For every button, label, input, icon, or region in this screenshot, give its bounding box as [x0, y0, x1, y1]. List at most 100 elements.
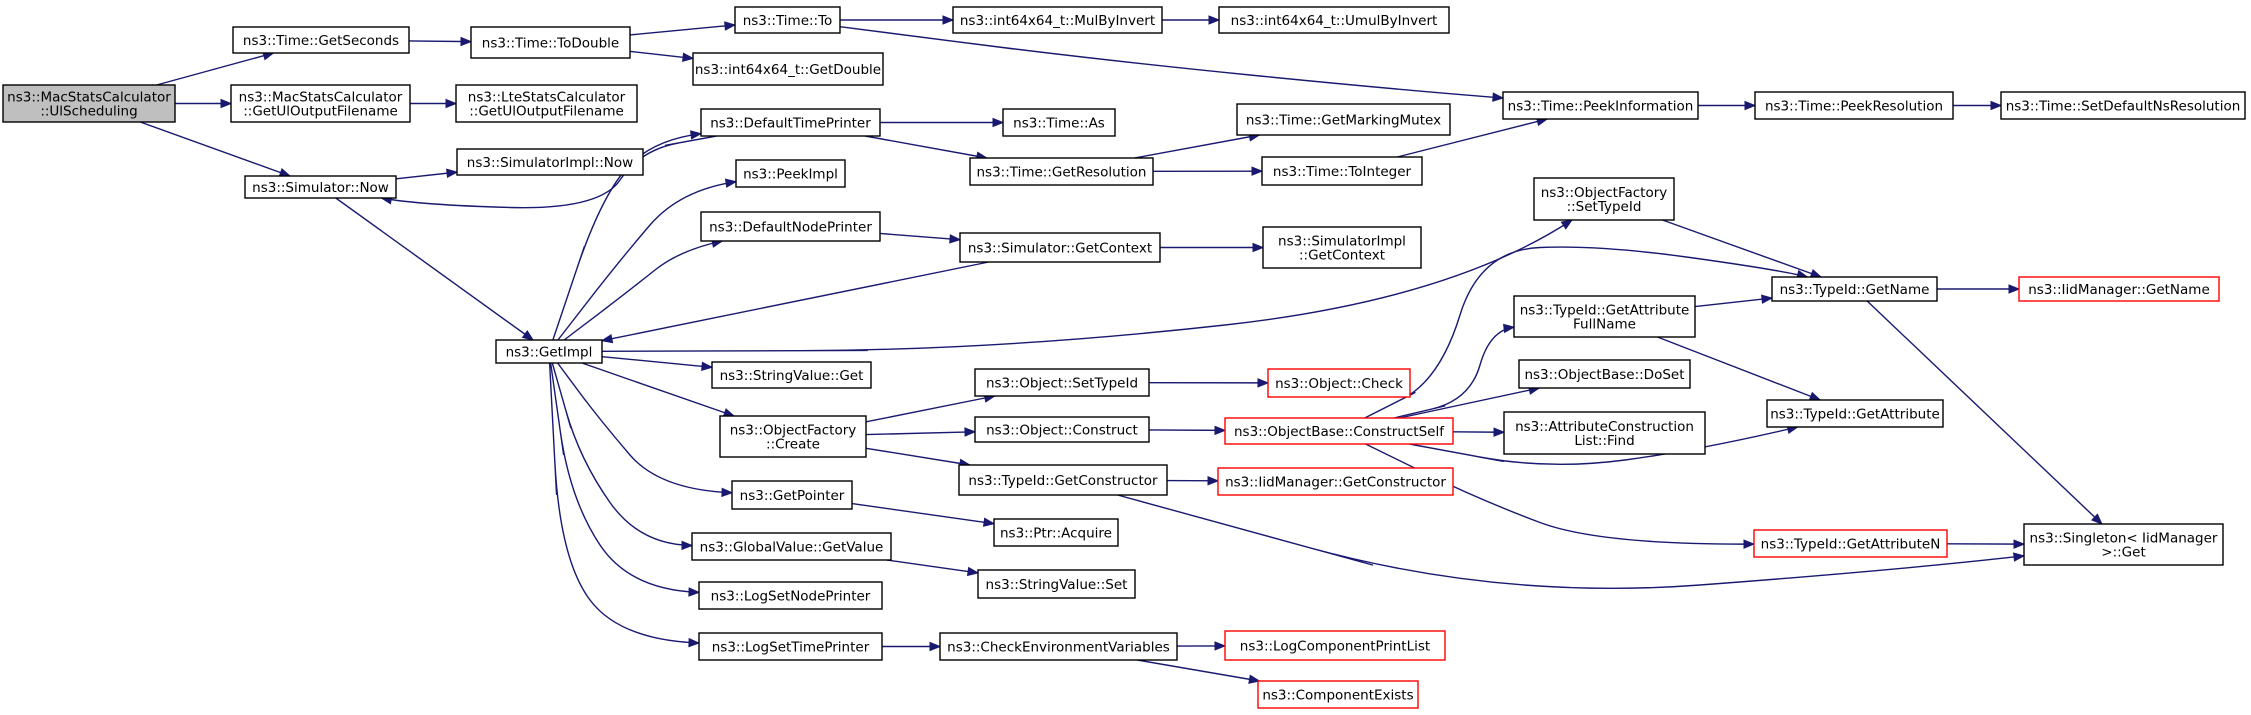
node-tidGetConstructor[interactable]: ns3::TypeId::GetConstructor	[958, 464, 1168, 496]
node-box	[939, 632, 1178, 661]
node-getPointer[interactable]: ns3::GetPointer	[731, 480, 853, 510]
node-iidGetName[interactable]: ns3::IidManager::GetName	[2018, 276, 2220, 302]
node-label: ns3::TypeId::GetConstructor	[968, 473, 1158, 489]
edge-line	[601, 355, 713, 368]
node-simNow[interactable]: ns3::Simulator::Now	[244, 175, 397, 199]
node-simImplNow[interactable]: ns3::SimulatorImpl::Now	[456, 148, 644, 176]
node-timeTo[interactable]: ns3::Time::To	[734, 6, 841, 34]
node-label: ns3::StringValue::Get	[720, 368, 864, 384]
node-componentExists[interactable]: ns3::ComponentExists	[1257, 680, 1419, 709]
node-root[interactable]: ns3::MacStatsCalculator::UlScheduling	[2, 84, 176, 123]
edge-line	[1694, 297, 1773, 308]
node-objConstruct[interactable]: ns3::Object::Construct	[974, 416, 1150, 443]
node-lteGetUl[interactable]: ns3::LteStatsCalculator::GetUlOutputFile…	[455, 84, 638, 123]
node-label: ns3::PeekImpl	[743, 167, 838, 183]
edge-getImpl-to-ofSetTypeId	[601, 219, 1574, 353]
node-peekInfo[interactable]: ns3::Time::PeekInformation	[1502, 91, 1699, 120]
edge-arrowhead	[1493, 427, 1506, 437]
edge-arrowhead	[724, 178, 738, 188]
node-ofSetTypeId[interactable]: ns3::ObjectFactory::SetTypeId	[1533, 177, 1675, 221]
node-defTimePrinter[interactable]: ns3::DefaultTimePrinter	[700, 108, 881, 137]
edge-arrowhead	[681, 540, 694, 551]
node-peekImpl[interactable]: ns3::PeekImpl	[735, 159, 846, 188]
edge-arrowhead	[689, 130, 703, 140]
node-box	[1503, 411, 1706, 455]
node-gvGetValue[interactable]: ns3::GlobalValue::GetValue	[691, 532, 892, 561]
edge-line	[549, 362, 700, 594]
edge-arrowhead	[949, 234, 962, 244]
node-mulByInvert[interactable]: ns3::int64x64_t::MulByInvert	[952, 6, 1163, 34]
node-checkEnvVars[interactable]: ns3::CheckEnvironmentVariables	[939, 632, 1178, 661]
edge-line	[551, 362, 693, 547]
edge-line	[1134, 134, 1260, 159]
node-setDefNsRes[interactable]: ns3::Time::SetDefaultNsResolution	[2000, 91, 2246, 120]
edge-toDouble-to-timeTo	[629, 21, 737, 36]
node-label: ns3::SimulatorImpl::Now	[467, 155, 633, 171]
edge-arrowhead	[1761, 294, 1774, 304]
edge-arrowhead	[1207, 476, 1220, 486]
node-getDouble[interactable]: ns3::int64x64_t::GetDouble	[692, 52, 884, 86]
node-simGetContext[interactable]: ns3::Simulator::GetContext	[959, 232, 1161, 263]
node-label: ns3::ObjectBase::ConstructSelf	[1234, 424, 1445, 440]
edge-objConstruct-to-objBaseConstructSelf	[1148, 425, 1227, 436]
node-box	[1267, 368, 1411, 398]
node-label: ns3::AttributeConstruction	[1515, 419, 1694, 435]
node-label: ns3::CheckEnvironmentVariables	[947, 640, 1170, 656]
node-getSeconds[interactable]: ns3::Time::GetSeconds	[232, 26, 410, 54]
node-iidGetConstructor[interactable]: ns3::IidManager::GetConstructor	[1217, 467, 1454, 496]
node-tidGetAttr[interactable]: ns3::TypeId::GetAttribute	[1766, 399, 1944, 428]
node-box	[698, 632, 883, 661]
edge-objBaseConstructSelf-to-tidGetAttrFull	[1393, 323, 1516, 419]
node-logSetTimePrinter[interactable]: ns3::LogSetTimePrinter	[698, 632, 883, 661]
node-objBaseDoSet[interactable]: ns3::ObjectBase::DoSet	[1518, 359, 1691, 389]
node-label: ns3::TypeId::GetAttributeN	[1761, 537, 1941, 553]
node-singletonGet[interactable]: ns3::Singleton< IidManager>::Get	[2023, 523, 2224, 566]
node-toDouble[interactable]: ns3::Time::ToDouble	[470, 26, 631, 59]
node-label: ns3::DefaultNodePrinter	[709, 220, 872, 236]
edge-getImpl-to-logSetNodePrinter	[549, 362, 701, 597]
node-box	[735, 159, 846, 188]
node-peekRes[interactable]: ns3::Time::PeekResolution	[1754, 91, 1954, 120]
edge-line	[865, 447, 971, 466]
node-label: ns3::Time::GetMarkingMutex	[1246, 113, 1441, 129]
node-defNodePrinter[interactable]: ns3::DefaultNodePrinter	[700, 211, 881, 242]
edge-tidGetAttrN-to-singletonGet	[1946, 539, 2026, 549]
node-macGetUl[interactable]: ns3::MacStatsCalculator::GetUlOutputFile…	[230, 84, 411, 123]
edge-line	[839, 26, 1504, 99]
node-ofCreate[interactable]: ns3::ObjectFactory::Create	[719, 415, 867, 458]
node-box	[969, 157, 1154, 186]
node-getImpl[interactable]: ns3::GetImpl	[495, 339, 603, 364]
node-logCompPrintList[interactable]: ns3::LogComponentPrintList	[1224, 630, 1446, 661]
node-objSetTypeId[interactable]: ns3::Object::SetTypeId	[974, 368, 1150, 397]
node-tidGetAttrN[interactable]: ns3::TypeId::GetAttributeN	[1753, 529, 1948, 558]
node-box	[1002, 108, 1116, 137]
node-box	[1236, 103, 1451, 136]
node-stringValueSet[interactable]: ns3::StringValue::Set	[977, 569, 1136, 599]
edge-arrowhead	[1560, 219, 1574, 230]
node-simImplGetContext[interactable]: ns3::SimulatorImpl::GetContext	[1262, 226, 1422, 269]
node-tidGetName[interactable]: ns3::TypeId::GetName	[1771, 276, 1938, 302]
node-box	[1262, 226, 1422, 269]
node-logSetNodePrinter[interactable]: ns3::LogSetNodePrinter	[698, 581, 883, 610]
edge-line	[1399, 387, 1540, 419]
node-getMarkingMutex[interactable]: ns3::Time::GetMarkingMutex	[1236, 103, 1451, 136]
node-objCheck[interactable]: ns3::Object::Check	[1267, 368, 1411, 398]
node-umulByInvert[interactable]: ns3::int64x64_t::UmulByInvert	[1218, 6, 1450, 34]
edge-arrowhead	[446, 168, 459, 178]
node-ptrAcquire[interactable]: ns3::Ptr::Acquire	[993, 518, 1119, 547]
node-box	[1224, 630, 1446, 661]
node-toInteger[interactable]: ns3::Time::ToInteger	[1261, 156, 1423, 186]
edge-line	[552, 132, 702, 341]
node-label: ns3::Simulator::GetContext	[968, 241, 1152, 257]
edge-ofSetTypeId-to-tidGetName	[1662, 219, 1823, 278]
edge-line	[1136, 659, 1260, 682]
node-box	[977, 569, 1136, 599]
node-objBaseConstructSelf[interactable]: ns3::ObjectBase::ConstructSelf	[1224, 417, 1454, 445]
node-timeAs[interactable]: ns3::Time::As	[1002, 108, 1116, 137]
node-label: >::Get	[2101, 545, 2145, 561]
node-stringValueGet[interactable]: ns3::StringValue::Get	[711, 361, 872, 389]
node-getResolution[interactable]: ns3::Time::GetResolution	[969, 157, 1154, 186]
node-label: List::Find	[1574, 433, 1634, 449]
